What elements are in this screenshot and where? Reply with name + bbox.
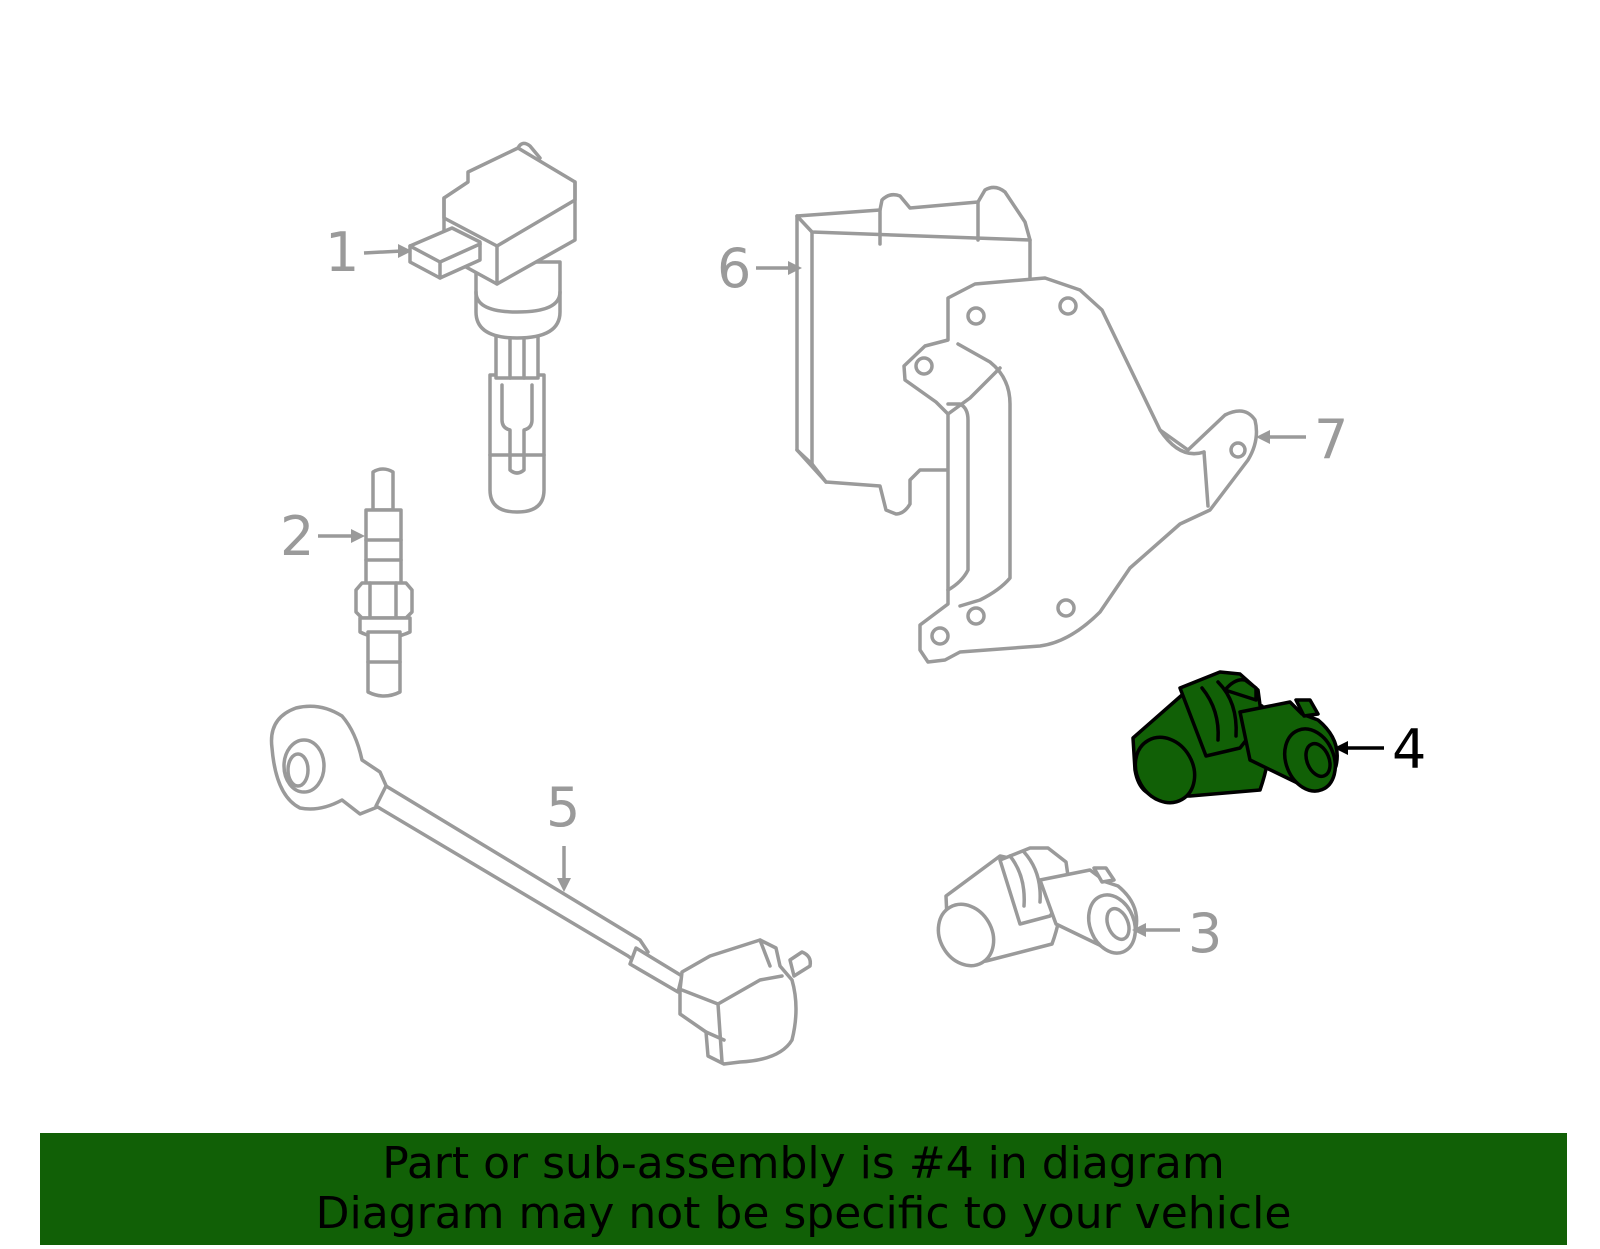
- banner-line-1: Part or sub-assembly is #4 in diagram: [382, 1138, 1225, 1189]
- callout-7-arrowhead: [1256, 430, 1270, 444]
- part-1-ignition-coil: [408, 141, 577, 514]
- callout-2-label: 2: [280, 505, 314, 568]
- callout-3-arrowhead: [1132, 923, 1146, 937]
- callout-5-arrowhead: [557, 878, 571, 892]
- part-2-spark-plug: [354, 467, 414, 698]
- part-5-knock-sensor: [269, 704, 813, 1066]
- callout-2-arrowhead: [351, 529, 365, 543]
- callout-3-label: 3: [1188, 902, 1222, 965]
- banner-background: [40, 1133, 1567, 1245]
- callout-6-label: 6: [717, 237, 751, 300]
- callout-4-arrowhead: [1334, 741, 1348, 755]
- callout-1-leader: [363, 249, 403, 255]
- callout-1-label: 1: [325, 221, 359, 284]
- callout-6-arrowhead: [788, 261, 802, 275]
- part-7-bracket: [902, 276, 1259, 664]
- callout-1-arrowhead: [398, 244, 412, 258]
- info-banner: Part or sub-assembly is #4 in diagram Di…: [40, 1133, 1567, 1245]
- callout-5-label: 5: [546, 776, 580, 839]
- part-4-sensor-highlighted: [1131, 670, 1339, 805]
- part-3-sensor: [936, 846, 1139, 968]
- banner-line-2: Diagram may not be specific to your vehi…: [315, 1188, 1292, 1239]
- callout-7-label: 7: [1314, 408, 1348, 471]
- callout-4-label: 4: [1392, 718, 1426, 781]
